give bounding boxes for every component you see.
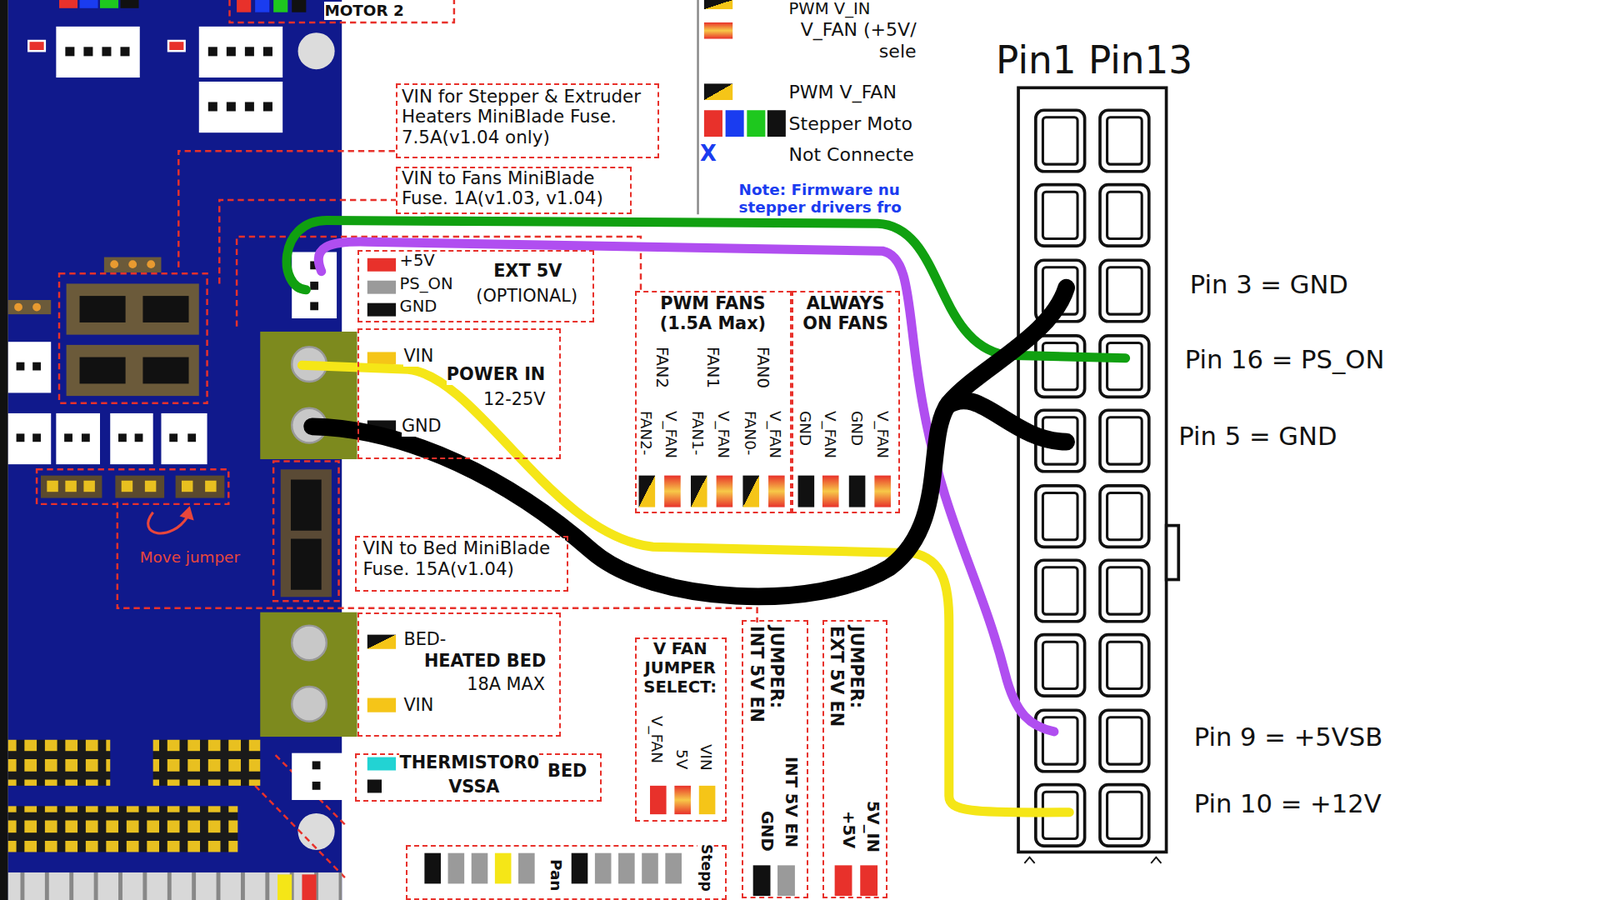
callout-text: +5V <box>838 810 858 849</box>
callout-text: V_FAN <box>874 410 892 459</box>
callout-box: PWM FANS (1.5A Max) FAN2 FAN1 FAN0FAN2- V_FA… <box>635 290 793 514</box>
callout-box: VIN to Fans MiniBlade Fuse. 1A(v1.03, v1… <box>395 166 632 215</box>
callout-text: FAN2 <box>651 346 671 389</box>
callout-text: V FAN JUMPER SELECT: <box>637 640 724 697</box>
callout-text: GND <box>401 416 442 437</box>
callout-text: Stepp <box>697 844 715 892</box>
callout-box: ALWAYS ON FANS GND V_FAN GND V_FAN <box>791 290 900 514</box>
callout-text: (OPTIONAL) <box>475 286 578 307</box>
legend-text: Not Connecte <box>789 144 915 165</box>
callout-text: V_FAN <box>821 410 840 459</box>
callout-text: JUMPER: EXT 5V EN <box>825 625 866 739</box>
callout-text: BED <box>547 761 587 782</box>
annotation-label: Pin 3 = GND <box>1190 270 1349 300</box>
callout-box: THERMISTOR0 BED VSSA <box>355 753 602 803</box>
callout-text: GND <box>848 410 866 446</box>
callout-text: FAN1 <box>702 346 722 389</box>
callout-text: INT 5V EN <box>780 756 800 848</box>
legend-text: V_FAN (+5V/ sele <box>789 19 917 62</box>
callout-text: PWM FANS (1.5A Max) <box>638 294 788 335</box>
annotation-label: Pin1 Pin13 <box>995 39 1193 83</box>
callout-text: +5V <box>399 251 435 271</box>
callout-text: PS_ON <box>399 275 453 295</box>
callout-text: VSSA <box>448 777 500 798</box>
callout-text: POWER IN <box>446 365 545 385</box>
annotation-label: X <box>700 141 717 167</box>
callout-text: EXT 5V <box>493 261 562 282</box>
callout-box: Pan Stepp <box>405 845 726 900</box>
callout-text: HEATED BED <box>424 651 546 672</box>
callout-text: V_FAN <box>662 410 680 459</box>
callout-text: FAN0- <box>741 410 760 455</box>
callout-text: 18A MAX <box>466 675 545 695</box>
callout-text: BED- <box>403 630 446 650</box>
legend-text: Stepper Moto <box>789 113 913 135</box>
callout-text: VIN for Stepper & Extruder Heaters MiniB… <box>401 86 653 149</box>
callout-text: GND <box>399 297 437 317</box>
callout-box: JUMPER: EXT 5V EN +5V5V_IN <box>822 620 888 898</box>
callout-text: FAN2- <box>637 410 655 455</box>
callout-text: JUMPER: INT 5V EN <box>745 625 786 732</box>
callout-box: VIN for Stepper & Extruder Heaters MiniB… <box>395 83 660 158</box>
callout-text: 5V <box>673 749 691 770</box>
annotation-label: Pin 9 = +5VSB <box>1194 722 1384 752</box>
annotation-label: Pin 5 = GND <box>1178 421 1337 451</box>
callout-text: VIN <box>697 744 715 771</box>
callout-text: ALWAYS ON FANS <box>795 294 896 335</box>
callout-box: VIN to Bed MiniBlade Fuse. 15A(v1.04) <box>355 535 569 592</box>
legend-text: PWM V_IN <box>789 0 871 20</box>
callout-text: FAN1- <box>689 410 707 455</box>
callout-text: VIN to Bed MiniBlade Fuse. 15A(v1.04) <box>362 538 565 580</box>
callout-box: VIN POWER IN 12-25V GND <box>357 328 562 460</box>
callout-text: Pan <box>547 859 565 891</box>
callout-text: THERMISTOR0 <box>399 753 540 774</box>
callout-box: JUMPER: INT 5V EN GNDINT 5V EN <box>741 620 809 898</box>
callout-text: V_FAN <box>766 410 785 459</box>
callout-box: BED-HEATED BED 18A MAX VIN <box>357 612 562 737</box>
annotation-label: Pin 16 = PS_ON <box>1185 345 1385 375</box>
callout-text: FAN0 <box>752 346 772 389</box>
annotation-label: Pin 10 = +12V <box>1194 789 1382 819</box>
callout-text: VIN to Fans MiniBlade Fuse. 1A(v1.03, v1… <box>401 168 629 210</box>
callout-text: GND <box>796 410 815 446</box>
callout-text: VIN <box>403 695 434 716</box>
callout-text: GND <box>756 810 776 852</box>
callout-text: 12-25V <box>483 390 546 410</box>
annotation-label: MOTOR 2 <box>324 1 404 20</box>
callout-box: V FAN JUMPER SELECT: V_FAN 5V VIN <box>635 637 727 821</box>
callout-text: V_FAN <box>648 715 666 764</box>
legend-text: PWM V_FAN <box>789 81 897 103</box>
callout-text: 5V_IN <box>862 800 882 853</box>
callout-box: +5V PS_ONGND EXT 5V (OPTIONAL) <box>357 250 595 323</box>
annotation-label: Move jumper <box>140 548 240 566</box>
callout-text: V_FAN <box>715 410 733 459</box>
callout-text: VIN <box>403 346 434 367</box>
annotation-label: Note: Firmware nu stepper drivers fro <box>739 180 915 216</box>
